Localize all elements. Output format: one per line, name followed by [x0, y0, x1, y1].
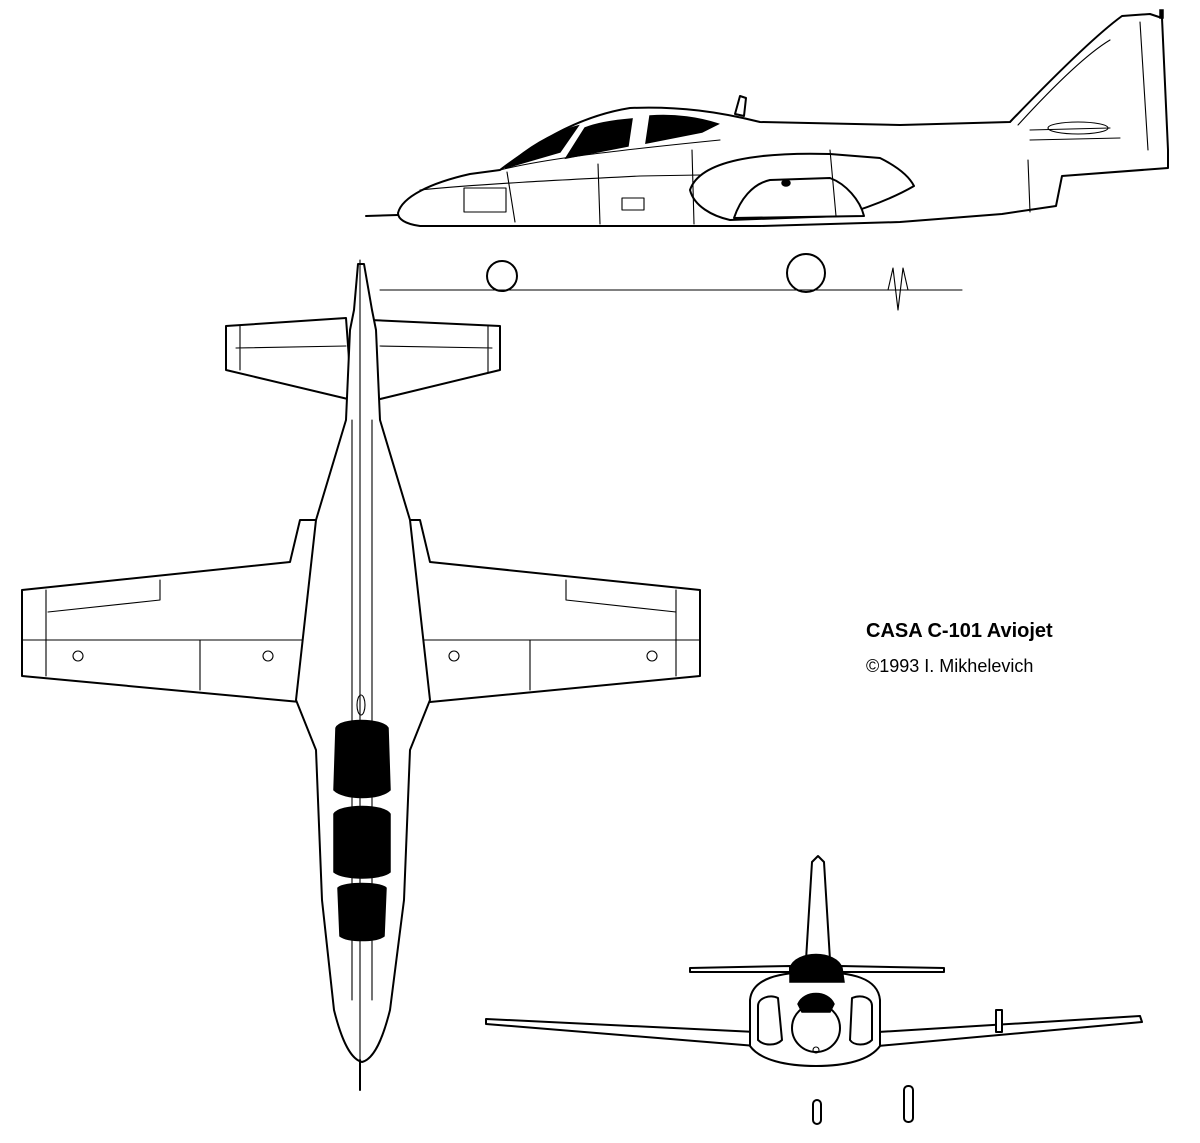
front-view	[485, 855, 1143, 1125]
front-wing-right	[877, 1015, 1143, 1047]
nose-wheel	[486, 260, 518, 292]
side-view	[365, 9, 1169, 311]
front-gear-left	[812, 1099, 822, 1125]
ground-line-break	[887, 267, 909, 311]
side-intake-lip	[733, 177, 865, 219]
wing-marker-1	[72, 650, 84, 662]
side-panel-small	[621, 197, 645, 211]
side-panel-hatch	[463, 187, 507, 213]
wing-aileron-lines	[47, 579, 677, 613]
tailplane-lines	[1029, 127, 1121, 141]
side-canopy-front	[504, 124, 580, 169]
front-nose-probe	[812, 1046, 820, 1054]
rudder-hinge	[1139, 21, 1149, 151]
front-wing-left	[485, 1018, 757, 1047]
tail-antenna	[1159, 9, 1164, 19]
wing-marker-4	[646, 650, 658, 662]
top-tailplane	[225, 317, 353, 401]
main-wheel	[786, 253, 826, 293]
dorsal-antenna	[734, 95, 747, 117]
front-intake-right	[849, 995, 873, 1046]
front-windscreen	[797, 992, 835, 1013]
top-canopy-front	[333, 719, 391, 799]
panel-lines-vertical	[506, 149, 1031, 225]
front-fin	[805, 855, 831, 961]
fuselage-antenna-top	[356, 694, 366, 716]
side-canopy-rear	[564, 118, 633, 160]
front-canopy	[789, 953, 845, 983]
drawing-title: CASA C-101 Aviojet	[866, 620, 1053, 642]
tail-leading-edge-line	[1017, 39, 1111, 126]
panel-line-upper	[419, 174, 701, 191]
wing-marker-3	[448, 650, 460, 662]
top-tailplane-right	[369, 319, 501, 401]
front-gear-right	[903, 1085, 914, 1123]
front-wing-pylon	[995, 1009, 1003, 1033]
top-canopy-rear	[333, 805, 391, 879]
pitot-probe	[365, 214, 399, 217]
front-intake-left	[757, 995, 783, 1046]
top-view	[21, 259, 701, 1091]
tailplane-fairing	[1047, 121, 1109, 135]
wing-marker-2	[262, 650, 274, 662]
intake-dot	[781, 179, 791, 187]
top-fuselage	[295, 263, 431, 1063]
drawing-credit: ©1993 I. Mikhelevich	[866, 656, 1034, 676]
side-canopy-aft	[645, 114, 720, 144]
tailplane-panel-lines	[235, 325, 493, 373]
top-canopy-aft	[337, 882, 387, 942]
canopy-rail	[499, 139, 721, 171]
